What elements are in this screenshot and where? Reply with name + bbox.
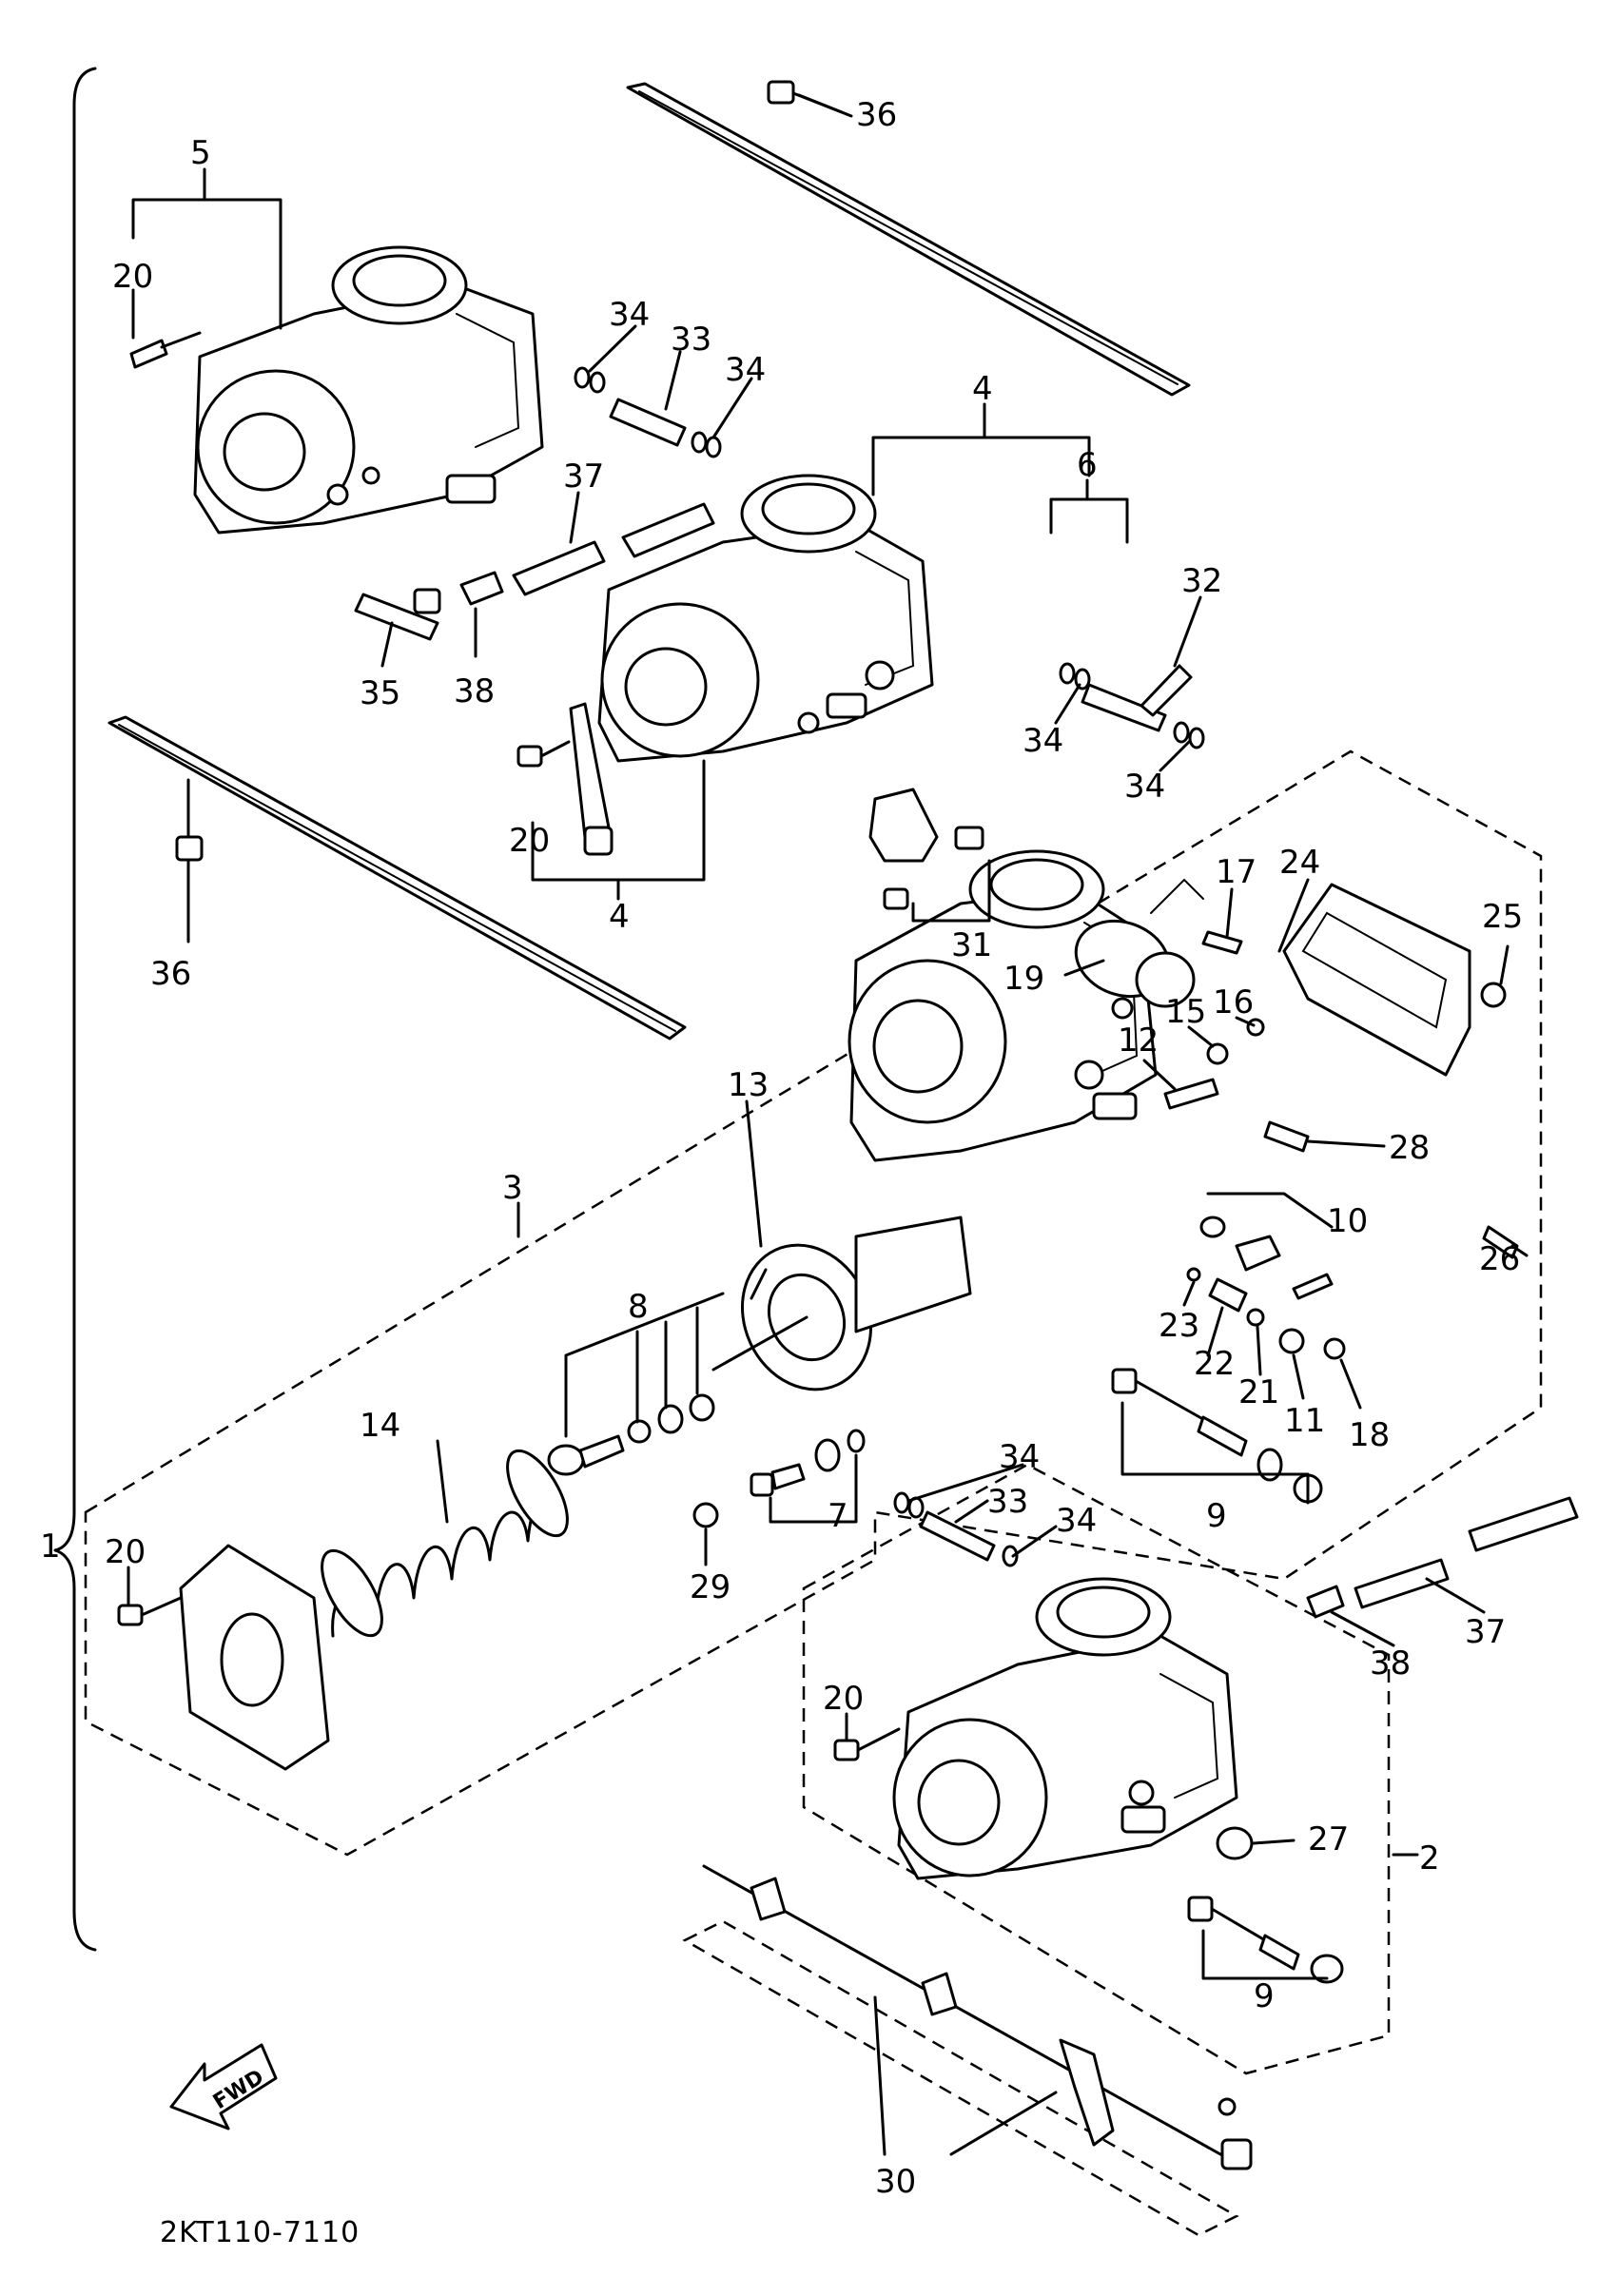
callout-29: 29 [690, 1568, 731, 1606]
callout-16: 16 [1213, 983, 1254, 1022]
diaphragm-13 [711, 1216, 972, 1391]
joint-tube-37-top [512, 502, 715, 596]
callout-13: 13 [728, 1066, 769, 1104]
callout-34-a: 34 [609, 296, 650, 334]
group-outline-2 [802, 1463, 1391, 2075]
callout-22: 22 [1194, 1345, 1235, 1383]
leader-lines [127, 93, 1529, 2156]
callout-25: 25 [1482, 898, 1523, 936]
carburetor-4 [597, 474, 934, 763]
callout-30: 30 [875, 2163, 916, 2201]
callout-21: 21 [1238, 1373, 1279, 1411]
callout-1: 1 [40, 1527, 61, 1566]
small-fasteners [692, 930, 1519, 1860]
callout-37-bottom: 37 [1465, 1613, 1506, 1651]
jet-assembly-8 [547, 1393, 715, 1476]
needle-valve-group [1186, 1120, 1346, 1360]
callout-20-left: 20 [105, 1533, 146, 1571]
adjuster-9-bottom [1187, 1896, 1344, 1984]
callout-9-middle: 9 [1206, 1497, 1227, 1535]
callout-18: 18 [1349, 1416, 1390, 1454]
carburetor-5 [193, 245, 544, 535]
callout-3: 3 [502, 1169, 523, 1207]
chamber-cover [179, 1544, 330, 1771]
callout-7: 7 [828, 1497, 848, 1535]
callout-4-top: 4 [972, 370, 993, 408]
callout-20-middle: 20 [509, 822, 550, 860]
callout-34-d: 34 [1124, 768, 1165, 806]
joint-tube-38-top [459, 571, 504, 606]
diagram-code: 2KT110-7110 [160, 2216, 360, 2249]
callout-33-bottom: 33 [987, 1483, 1028, 1521]
callout-5: 5 [190, 134, 211, 172]
group-outline-30 [682, 1919, 1239, 2237]
callout-23: 23 [1159, 1307, 1199, 1345]
callout-35: 35 [360, 674, 400, 712]
callout-11: 11 [1284, 1402, 1325, 1440]
joint-tube-37-bottom [1354, 1496, 1579, 1609]
float-19 [1074, 878, 1204, 1008]
callout-14: 14 [360, 1407, 400, 1445]
linkage-bar-top [626, 82, 1191, 397]
callout-2: 2 [1419, 1839, 1440, 1878]
t-fitting-35 [354, 588, 441, 641]
pipe-33-top [609, 398, 687, 447]
callout-33-top: 33 [671, 321, 711, 359]
carburetor-2 [892, 1577, 1238, 1880]
joint-tube-38-bottom [1306, 1585, 1345, 1619]
callout-31: 31 [951, 926, 992, 964]
callout-24: 24 [1279, 844, 1320, 882]
callout-6: 6 [1077, 446, 1098, 484]
fwd-arrow-icon: FWD [169, 2043, 278, 2131]
callout-38-top: 38 [454, 672, 495, 710]
callout-34-e: 34 [999, 1438, 1040, 1476]
callout-27: 27 [1308, 1820, 1349, 1858]
callout-34-b: 34 [725, 351, 766, 389]
carburetor-3 [847, 849, 1158, 1162]
callout-15: 15 [1165, 993, 1206, 1031]
screw-36-bottom [175, 778, 204, 862]
callout-34-c: 34 [1023, 722, 1063, 760]
callout-37-top: 37 [563, 457, 604, 496]
jet-assembly-7 [750, 1429, 866, 1497]
callout-9-bottom: 9 [1254, 1977, 1275, 2015]
callout-32: 32 [1181, 562, 1222, 600]
callout-34-f: 34 [1056, 1502, 1097, 1540]
throttle-shaft-30 [702, 1864, 1253, 2170]
callout-28: 28 [1389, 1129, 1430, 1167]
linkage-bar-bottom [107, 715, 687, 1041]
callout-38-bottom: 38 [1370, 1644, 1411, 1683]
callout-20-bottom: 20 [823, 1680, 864, 1718]
t-fitting-32 [1081, 664, 1193, 732]
callout-10: 10 [1327, 1202, 1368, 1240]
callout-36-top: 36 [856, 96, 897, 134]
lever-arm [569, 702, 614, 856]
adjuster-9-middle [1111, 1368, 1323, 1504]
callout-20-top: 20 [112, 258, 153, 296]
callout-26: 26 [1479, 1240, 1520, 1278]
callout-8: 8 [628, 1288, 649, 1326]
callout-12: 12 [1118, 1022, 1159, 1060]
callout-4-bottom: 4 [609, 898, 630, 936]
callout-19: 19 [1003, 960, 1044, 998]
float-bowl-24 [1282, 883, 1471, 1077]
pipe-33-bottom [919, 1510, 996, 1562]
o-rings-34 [574, 366, 1205, 1567]
callout-17: 17 [1216, 853, 1257, 891]
assembly-bracket [53, 67, 97, 1952]
callout-36-bottom: 36 [150, 955, 191, 993]
throttle-cam-31 [868, 788, 984, 910]
spring-14 [321, 1449, 569, 1638]
group-outline-3 [84, 749, 1543, 1857]
screws-20 [117, 331, 901, 1761]
